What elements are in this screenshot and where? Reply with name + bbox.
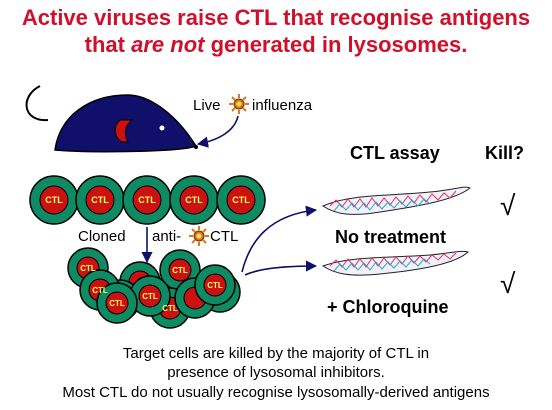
title-line-1: Active viruses raise CTL that recognise … [21, 5, 531, 30]
cell-label: CTL [232, 195, 250, 205]
ctl-cell-cluster [67, 247, 241, 329]
cloned-label: Cloned [78, 228, 126, 245]
ctl-cell-row [29, 175, 266, 225]
caption-line-3: Most CTL do not usually recognise lysoso… [62, 384, 490, 401]
cell-label: CTL [142, 292, 158, 301]
check-mark-2: √ [500, 268, 516, 299]
ctl-cell [216, 175, 266, 225]
no-treatment-label: No treatment [335, 227, 447, 247]
title-line-2-suffix: generated in lysosomes. [204, 32, 468, 57]
ctl-assay-header: CTL assay [350, 143, 440, 163]
assay-arrow-2 [244, 260, 318, 276]
target-cells-untreated [321, 186, 471, 215]
check-mark-1: √ [500, 190, 516, 221]
cell-label: CTL [185, 195, 203, 205]
target-cells-chloroquine [321, 250, 469, 276]
anti-label: anti- [152, 228, 182, 245]
assay-arrow-1 [241, 205, 318, 273]
cell-label: CTL [92, 286, 108, 295]
virus-icon [188, 225, 210, 247]
title-emphasis: are not [131, 32, 205, 57]
ctl-cell [122, 175, 172, 225]
cell-label: CTL [172, 266, 188, 275]
kill-header: Kill? [485, 143, 524, 163]
influenza-label: influenza [252, 97, 313, 114]
cell-label: CTL [207, 281, 223, 290]
caption-line-2: presence of lysosomal inhibitors. [167, 364, 385, 381]
cell-label: CTL [109, 299, 125, 308]
live-label: Live [193, 97, 221, 114]
cell-label: CTL [91, 195, 109, 205]
mouse-illustration [25, 85, 198, 153]
cell-label: CTL [45, 195, 63, 205]
ctl-label: CTL [210, 228, 239, 245]
cell-label: CTL [162, 304, 178, 313]
caption-line-1: Target cells are killed by the majority … [122, 345, 430, 362]
ctl-cell [169, 175, 219, 225]
cell-label: CTL [138, 195, 156, 205]
title-line-2-prefix: that [84, 32, 132, 57]
chloroquine-label: + Chloroquine [327, 297, 449, 317]
virus-icon [228, 93, 250, 115]
title-line-2: that are not generated in lysosomes. [0, 32, 552, 58]
cell-label: CTL [80, 264, 96, 273]
ctl-cell [29, 175, 79, 225]
